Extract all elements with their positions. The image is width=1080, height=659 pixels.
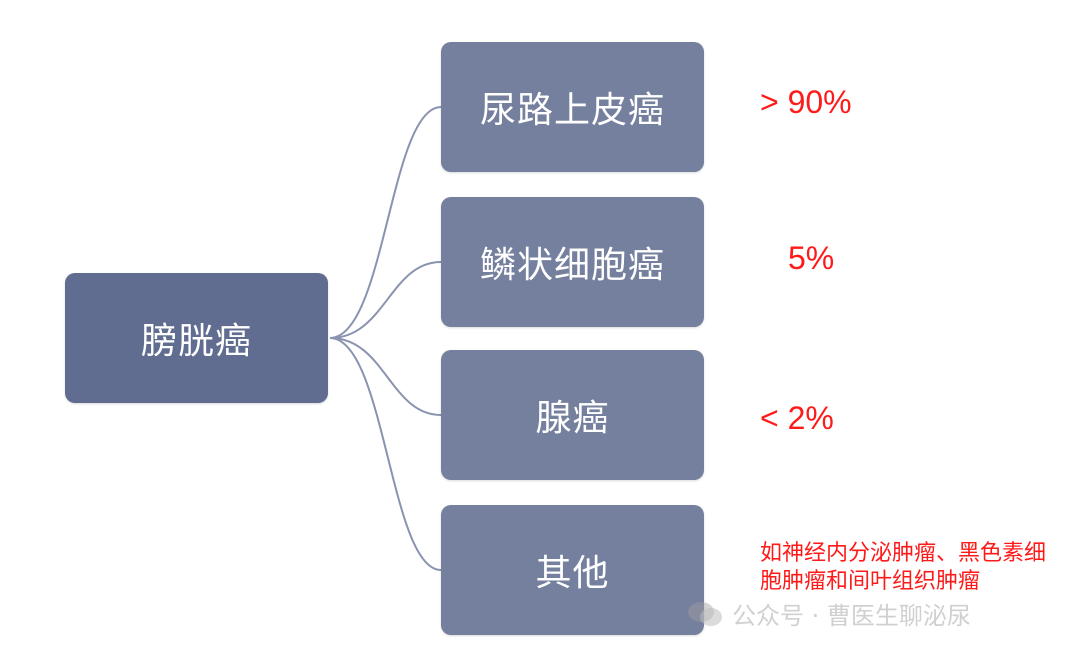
wechat-icon bbox=[688, 601, 722, 626]
node-urothelial-carcinoma: 尿路上皮癌 bbox=[441, 42, 704, 172]
node-label: 鳞状细胞癌 bbox=[479, 245, 665, 286]
percent-squamous: 5% bbox=[788, 240, 835, 276]
node-label: 腺癌 bbox=[535, 398, 610, 439]
node-label: 尿路上皮癌 bbox=[479, 90, 665, 131]
connector-to-urothelial bbox=[329, 106, 442, 339]
connector-to-squamous bbox=[329, 261, 442, 339]
node-other: 其他 bbox=[441, 505, 704, 635]
node-squamous-cell-carcinoma: 鳞状细胞癌 bbox=[441, 197, 704, 327]
watermark: 公众号 · 曹医生聊泌尿 bbox=[686, 596, 971, 631]
connector-to-other bbox=[329, 337, 442, 571]
root-node-bladder-cancer: 膀胱癌 bbox=[65, 273, 328, 403]
node-label: 其他 bbox=[535, 553, 610, 594]
connector-to-adeno bbox=[329, 337, 442, 416]
percent-adeno: < 2% bbox=[760, 400, 834, 436]
other-types-note: 如神经内分泌肿瘤、黑色素细胞肿瘤和间叶组织肿瘤 bbox=[760, 541, 1047, 594]
root-node-label: 膀胱癌 bbox=[140, 321, 252, 362]
node-adenocarcinoma: 腺癌 bbox=[441, 350, 704, 480]
watermark-text: 公众号 · 曹医生聊泌尿 bbox=[732, 602, 971, 630]
percent-urothelial: > 90% bbox=[760, 84, 852, 120]
